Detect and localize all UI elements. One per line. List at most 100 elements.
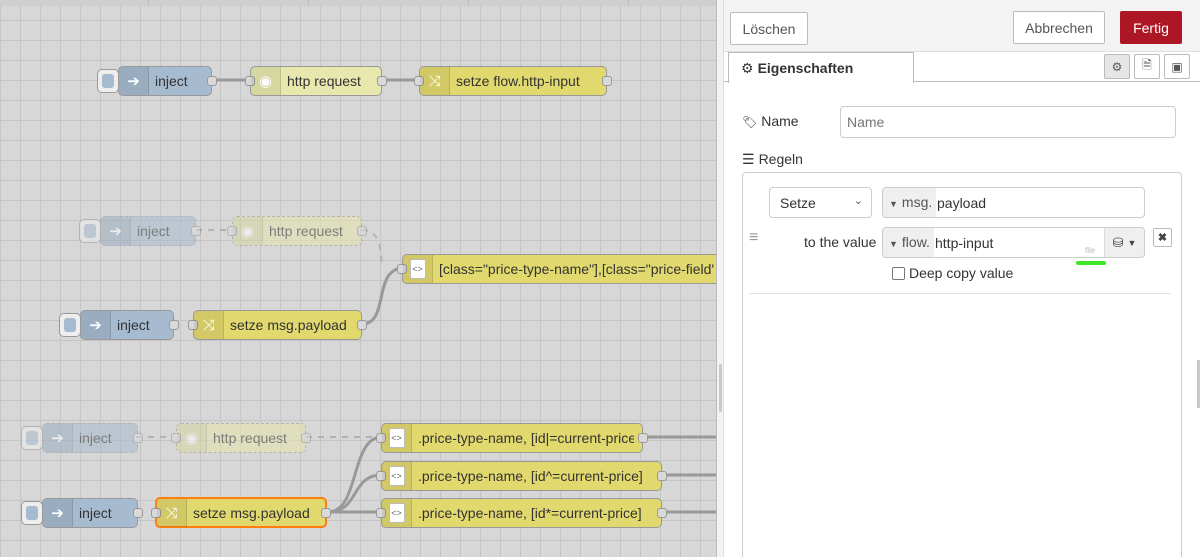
output-port[interactable] (657, 508, 667, 518)
node-label: .price-type-name, [id^=current-price] (418, 468, 643, 484)
name-label: Name (761, 113, 799, 129)
output-port[interactable] (207, 76, 217, 86)
html-node[interactable]: <> .price-type-name, [id*=current-price] (376, 498, 667, 528)
http-request-node-disabled[interactable]: ◉ http request (171, 423, 311, 453)
context-store-button[interactable]: ⛁ ▼ (1104, 228, 1144, 257)
tray-header: Löschen Abbrechen Fertig (724, 0, 1200, 52)
gear-icon: ⚙ (1111, 59, 1123, 74)
output-port[interactable] (133, 433, 143, 443)
node-label: setze flow.http-input (456, 73, 580, 89)
target-type-label: msg. (901, 194, 933, 210)
delete-button[interactable]: Löschen (730, 12, 808, 45)
flow-workspace[interactable]: ➔ inject ◉ http request ⤨ setze flow.htt… (0, 0, 716, 557)
inject-trigger-button[interactable] (21, 426, 43, 450)
output-port[interactable] (638, 433, 648, 443)
inject-node[interactable]: ➔ inject (59, 310, 179, 340)
inject-node-disabled[interactable]: ➔ inject (79, 216, 201, 246)
tab-properties[interactable]: ⚙Eigenschaften (728, 52, 914, 83)
output-port[interactable] (357, 320, 367, 330)
node-label: .price-type-name, [id|=current-price] (418, 430, 634, 446)
output-port[interactable] (169, 320, 179, 330)
node-label: [class="price-type-name"],[class="price-… (439, 261, 714, 277)
caret-down-icon: ▼ (889, 239, 898, 249)
remove-rule-button[interactable]: ✖ (1153, 228, 1172, 247)
html-node[interactable]: <> .price-type-name, [id^=current-price] (376, 461, 667, 491)
inject-node[interactable]: ➔ inject (21, 498, 143, 528)
context-store-hint: file (1085, 246, 1096, 255)
done-button[interactable]: Fertig (1120, 11, 1182, 44)
inject-trigger-button[interactable] (59, 313, 81, 337)
input-port[interactable] (414, 76, 424, 86)
rules-label: Regeln (758, 151, 803, 167)
output-port[interactable] (133, 508, 143, 518)
input-port[interactable] (376, 471, 386, 481)
output-port[interactable] (321, 508, 331, 518)
input-port[interactable] (171, 433, 181, 443)
input-port[interactable] (151, 508, 161, 518)
output-port[interactable] (377, 76, 387, 86)
globe-icon: ◉ (177, 424, 207, 452)
chevron-down-icon: ⌄ (853, 195, 863, 207)
deep-copy-checkbox[interactable] (892, 267, 905, 280)
inject-node[interactable]: ➔ inject (97, 66, 217, 96)
source-value: http-input (935, 235, 994, 251)
workspace-tab-strip (0, 0, 716, 6)
inject-trigger-button[interactable] (97, 69, 119, 93)
name-input[interactable] (840, 106, 1176, 138)
drag-handle-icon[interactable]: ≡ (749, 229, 759, 246)
input-port[interactable] (245, 76, 255, 86)
http-request-node-disabled[interactable]: ◉ http request (227, 216, 367, 246)
globe-icon: ◉ (233, 217, 263, 245)
to-value-label: to the value (804, 234, 877, 250)
change-node[interactable]: ⤨ setze msg.payload (188, 310, 367, 340)
change-node-selected[interactable]: ⤨ setze msg.payload (151, 497, 331, 528)
settings-tab-button[interactable]: ⚙ (1104, 54, 1130, 79)
properties-form: 🏷Name ☰Regeln ≡ Setze ⌄ ▼msg. payload to… (724, 82, 1200, 557)
deep-copy-label: Deep copy value (909, 265, 1014, 281)
description-tab-button[interactable]: 🗎 (1134, 54, 1160, 79)
output-port[interactable] (357, 226, 367, 236)
change-node[interactable]: ⤨ setze flow.http-input (414, 66, 612, 96)
output-port[interactable] (657, 471, 667, 481)
input-port[interactable] (188, 320, 198, 330)
target-value: payload (937, 195, 987, 211)
html-code-icon: <> (382, 424, 412, 452)
output-port[interactable] (602, 76, 612, 86)
target-type-selector[interactable]: ▼msg. (883, 188, 937, 217)
input-port[interactable] (376, 433, 386, 443)
input-port[interactable] (376, 508, 386, 518)
rule-action-select[interactable]: Setze ⌄ (769, 187, 872, 218)
http-request-node[interactable]: ◉ http request (245, 66, 387, 96)
inject-node-disabled[interactable]: ➔ inject (21, 423, 143, 453)
input-port[interactable] (227, 226, 237, 236)
arrow-right-icon: ➔ (43, 499, 73, 527)
rules-label-row: ☰Regeln (742, 151, 803, 168)
node-label: inject (79, 430, 112, 446)
gear-icon: ⚙ (741, 60, 754, 76)
node-label: inject (137, 223, 170, 239)
output-port[interactable] (191, 226, 201, 236)
appearance-tab-button[interactable]: ▣ (1164, 54, 1190, 79)
output-port[interactable] (301, 433, 311, 443)
inject-trigger-button[interactable] (21, 501, 43, 525)
edit-tray: Löschen Abbrechen Fertig ⚙Eigenschaften … (724, 0, 1200, 557)
frame-icon: ▣ (1171, 59, 1183, 74)
store-indicator-bar (1076, 261, 1106, 265)
tray-scrollbar[interactable] (1197, 360, 1200, 408)
html-node[interactable]: <> [class="price-type-name"],[class="pri… (397, 254, 716, 284)
node-label: .price-type-name, [id*=current-price] (418, 505, 642, 521)
tray-tabs: ⚙Eigenschaften ⚙ 🗎 ▣ (724, 52, 1200, 83)
splitter-grip[interactable] (719, 364, 722, 412)
node-label: inject (155, 73, 188, 89)
html-node[interactable]: <> .price-type-name, [id|=current-price] (376, 423, 648, 453)
target-property-input[interactable]: ▼msg. payload (882, 187, 1145, 218)
database-icon: ⛁ (1112, 234, 1124, 250)
source-value-input[interactable]: ▼flow. http-input file ⛁ ▼ (882, 227, 1145, 258)
panel-splitter[interactable] (716, 0, 724, 557)
input-port[interactable] (397, 264, 407, 274)
cancel-button[interactable]: Abbrechen (1013, 11, 1105, 44)
document-icon: 🗎 (1142, 58, 1152, 72)
source-type-selector[interactable]: ▼flow. (883, 228, 934, 257)
inject-trigger-button[interactable] (79, 219, 101, 243)
node-label: setze msg.payload (230, 317, 347, 333)
